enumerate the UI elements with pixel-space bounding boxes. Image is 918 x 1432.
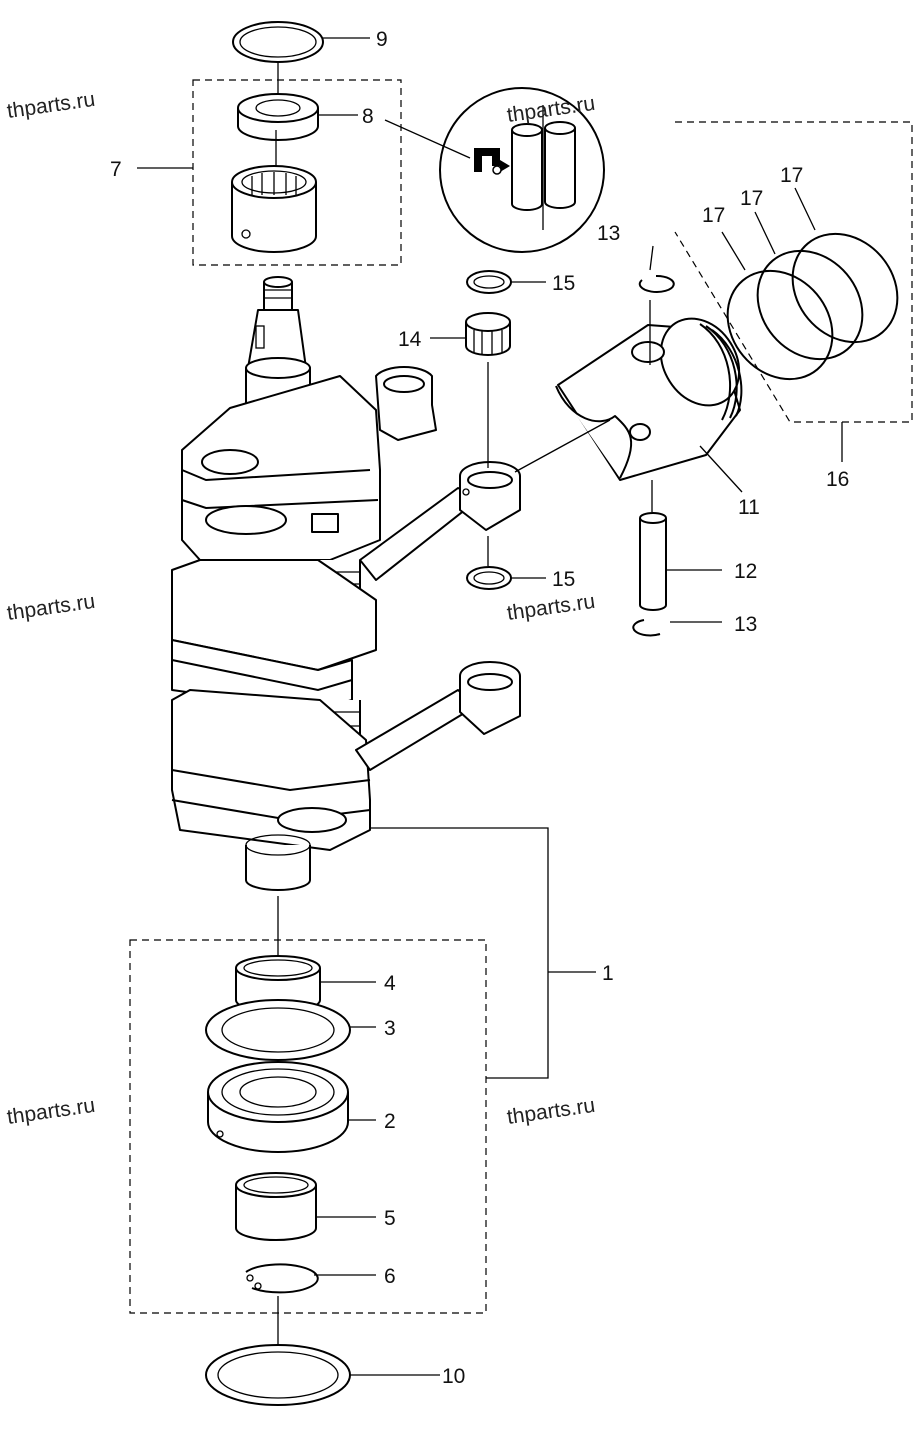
part-10-o-ring [205, 1344, 351, 1406]
callout-3: 3 [384, 1017, 396, 1040]
part-6-snap-ring [245, 1263, 319, 1294]
grease-apply-icon [474, 148, 510, 175]
part-9-o-ring [232, 21, 324, 63]
group-box-bottom-bearing [129, 939, 487, 1314]
callout-14: 14 [398, 328, 422, 351]
callout-4: 4 [384, 972, 396, 995]
part-13-circlip-upper [638, 274, 675, 293]
callout-15-lower: 15 [552, 568, 575, 591]
callout-16: 16 [826, 468, 849, 491]
part-14-needle-bearing [465, 312, 511, 356]
watermark-text: thparts.ru [505, 590, 596, 625]
group-box-16 [674, 121, 913, 423]
connecting-rod-lower [355, 661, 521, 771]
part-7-needle-bearing [231, 165, 317, 253]
part-2-ball-bearing [207, 1061, 349, 1153]
part-3-thrust-washer [205, 999, 351, 1061]
callout-17-b: 17 [740, 187, 763, 210]
callout-2: 2 [384, 1110, 396, 1133]
callout-17-c: 17 [780, 164, 803, 187]
connecting-rod-upper [359, 366, 521, 581]
watermark-text: thparts.ru [5, 88, 96, 123]
part-17-piston-rings [726, 232, 899, 381]
callout-1: 1 [602, 962, 614, 985]
watermark-text: thparts.ru [5, 590, 96, 625]
part-15-washer-upper [466, 270, 512, 294]
callout-15-upper: 15 [552, 272, 575, 295]
part-11-piston [514, 317, 743, 481]
callout-11: 11 [738, 496, 760, 519]
watermark-text: thparts.ru [505, 1094, 596, 1129]
part-8-oil-seal [237, 93, 319, 141]
part-5-collar [235, 1172, 317, 1241]
callout-10: 10 [442, 1365, 465, 1388]
part-15-washer-lower [466, 566, 512, 590]
grease-detail-circle [439, 87, 605, 253]
callout-7: 7 [110, 158, 122, 181]
callout-17-a: 17 [702, 204, 725, 227]
callout-9: 9 [376, 28, 388, 51]
watermark-text: thparts.ru [5, 1094, 96, 1129]
callout-8: 8 [362, 105, 374, 128]
callout-13-lower: 13 [734, 613, 757, 636]
part-1-crankshaft [171, 276, 381, 891]
part-12-piston-pin [639, 512, 667, 611]
callout-6: 6 [384, 1265, 396, 1288]
group-box-7 [192, 79, 402, 266]
callout-12: 12 [734, 560, 757, 583]
part-13-circlip-lower [632, 619, 661, 637]
callout-5: 5 [384, 1207, 396, 1230]
callout-13-upper: 13 [597, 222, 620, 245]
